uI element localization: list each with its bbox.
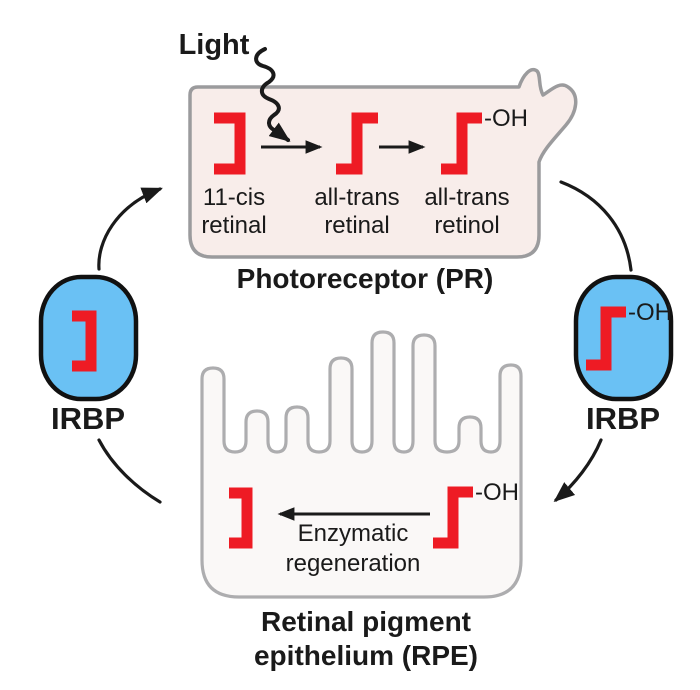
label-11-cis-retinal-line2: retinal — [201, 212, 266, 239]
retinoid-11-cis-retinal-glyph — [214, 112, 246, 175]
light-wave-arrow — [254, 47, 291, 142]
retinoid-11-cis-retinal-glyph-irbp — [72, 310, 97, 372]
enzymatic-label-line1: Enzymatic — [298, 520, 409, 547]
hydroxyl-label: -OH — [484, 105, 528, 132]
label-all-trans-retinol-line1: all-trans — [424, 184, 509, 211]
cycle-arrow-irbp-to-pr — [97, 187, 163, 271]
hydroxyl-label: -OH — [628, 299, 672, 326]
cycle-line-pr-to-irbp — [559, 180, 633, 272]
irbp-left-label: IRBP — [51, 401, 125, 436]
retinoid-11-cis-retinal-glyph-rpe — [229, 487, 253, 549]
rpe-cell-membrane-microvilli — [200, 330, 523, 599]
light-stimulus: Light — [179, 29, 291, 142]
irbp-cycle-arrows — [97, 180, 633, 504]
photoreceptor-section: -OH 11-cis retinal all-trans retinal all… — [188, 67, 578, 294]
label-all-trans-retinal-line1: all-trans — [314, 184, 399, 211]
irbp-protein-blob — [573, 274, 674, 402]
retinoid-all-trans-retinol-glyph-rpe — [433, 486, 473, 549]
label-all-trans-retinol-line2: retinol — [434, 212, 499, 239]
light-label: Light — [179, 29, 250, 61]
cycle-line-rpe-to-irbp — [97, 438, 162, 504]
cycle-arrow-irbp-to-rpe — [553, 438, 603, 503]
retinoid-all-trans-retinol-glyph — [441, 112, 482, 175]
hydroxyl-label: -OH — [475, 479, 519, 506]
rpe-section: -OH Enzymatic regeneration Retinal pigme… — [200, 330, 523, 671]
photoreceptor-title: Photoreceptor (PR) — [237, 263, 494, 294]
label-all-trans-retinal-line2: retinal — [324, 212, 389, 239]
retinoid-all-trans-retinol-glyph-irbp — [586, 306, 626, 371]
rpe-title-line1: Retinal pigment — [261, 606, 471, 637]
irbp-right-label: IRBP — [586, 401, 660, 436]
irbp-right-carrier: -OH IRBP — [573, 274, 674, 436]
enzymatic-label-line2: regeneration — [286, 550, 421, 577]
retinoid-all-trans-retinal-glyph — [336, 112, 378, 175]
rpe-title-line2: epithelium (RPE) — [254, 640, 478, 671]
irbp-left-carrier: IRBP — [38, 274, 139, 436]
label-11-cis-retinal-line1: 11-cis — [203, 184, 265, 211]
